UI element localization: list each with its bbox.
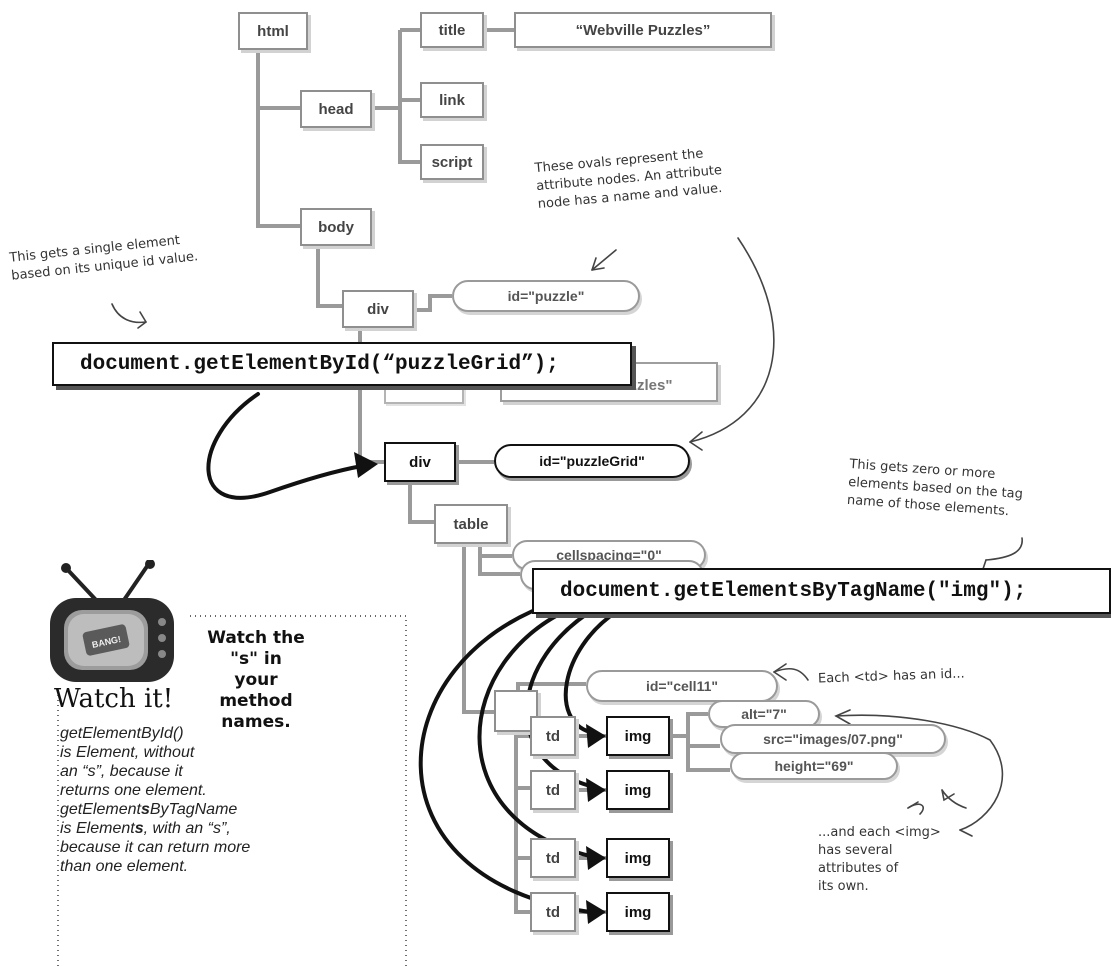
node-img: img (606, 770, 670, 810)
node-title-text: “Webville Puzzles” (514, 12, 772, 48)
node-img: img (606, 838, 670, 878)
node-td: td (530, 716, 576, 756)
note-each-img: ...and each <img> has several attributes… (818, 825, 941, 894)
code-get-element-by-id: document.getElementById(“puzzleGrid”); (52, 342, 632, 386)
node-title: title (420, 12, 484, 48)
attr-alt: alt="7" (708, 700, 820, 728)
code-get-elements-by-tag-name: document.getElementsByTagName("img"); (532, 568, 1111, 614)
node-html: html (238, 12, 308, 50)
node-img: img (606, 892, 670, 932)
node-div-puzzle: div (342, 290, 414, 328)
node-link: link (420, 82, 484, 118)
watch-it-badge: Watch it! (54, 684, 174, 714)
attr-id-puzzlegrid: id="puzzleGrid" (494, 444, 690, 478)
node-td: td (530, 892, 576, 932)
attr-src: src="images/07.png" (720, 724, 946, 754)
node-body: body (300, 208, 372, 246)
node-img: img (606, 716, 670, 756)
tv-icon: BANG! (50, 560, 174, 682)
watch-heading: Watch the "s" in your method names. (207, 628, 305, 732)
node-script: script (420, 144, 484, 180)
node-td: td (530, 838, 576, 878)
node-div-puzzlegrid: div (384, 442, 456, 482)
watch-body: getElementById() is Element, without an … (60, 725, 251, 875)
node-td: td (530, 770, 576, 810)
attr-height: height="69" (730, 752, 898, 780)
node-head: head (300, 90, 372, 128)
attr-id-cell11: id="cell11" (586, 670, 778, 702)
attr-id-puzzle: id="puzzle" (452, 280, 640, 312)
node-table: table (434, 504, 508, 544)
